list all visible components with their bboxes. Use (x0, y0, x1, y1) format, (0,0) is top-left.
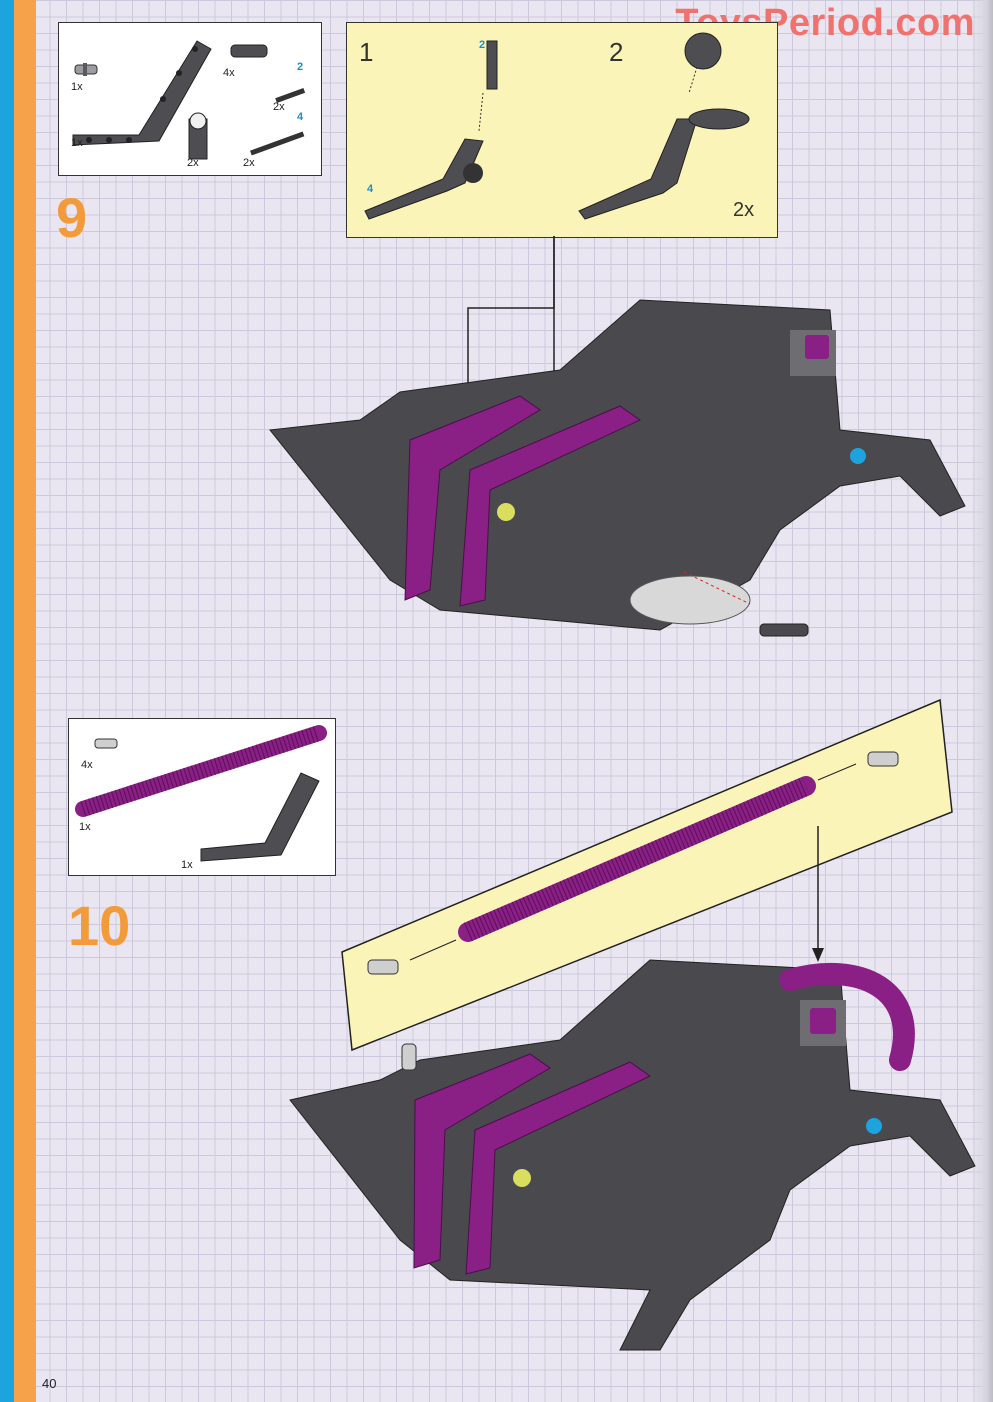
flex-tube-icon (75, 725, 327, 817)
step9-subassembly-illustration (364, 32, 750, 220)
connector-pin-icon (367, 959, 399, 975)
substep-number: 2 (609, 37, 624, 67)
part-qty: 2x (273, 101, 285, 113)
substep-multiplier: 2x (733, 199, 755, 221)
connector-pin-icon (94, 738, 118, 749)
step9-parts-box: 1x 1x 4x 2 2x 2x 4 2x (58, 22, 322, 176)
part-qty: 1x (71, 137, 83, 149)
axle-length-label: 4 (297, 111, 304, 123)
step9-parts-illustration (72, 40, 306, 160)
part-qty: 2x (187, 157, 199, 169)
page-number: 40 (42, 1376, 57, 1391)
part-qty: 1x (79, 821, 91, 833)
bush-icon (684, 32, 722, 70)
connector-pin-icon (74, 63, 98, 76)
edge-stripe-orange (14, 0, 36, 1402)
angle-connector-icon (364, 138, 484, 220)
axle-icon (250, 131, 305, 156)
bush-icon (230, 44, 268, 58)
callout-label: 4 (367, 183, 374, 195)
bent-beam-icon (200, 772, 320, 862)
axle-length-label: 2 (297, 61, 304, 73)
axle-icon (275, 87, 306, 103)
step9-subassembly-box: 1 2 2 4 2x (346, 22, 778, 238)
bent-beam-icon (72, 40, 212, 146)
part-qty: 1x (71, 81, 83, 93)
callout-label: 2 (479, 39, 486, 51)
step10-parts-illustration (75, 725, 327, 862)
part-qty: 1x (181, 859, 193, 871)
part-qty: 4x (223, 67, 235, 79)
substep-number: 1 (359, 37, 374, 67)
axle-icon (486, 40, 498, 90)
angle-connector-icon (578, 118, 698, 220)
step-number: 9 (56, 186, 88, 249)
page-edge-shadow (971, 0, 993, 1402)
step-number: 10 (68, 894, 131, 957)
part-qty: 4x (81, 759, 93, 771)
angle-connector-icon (188, 112, 208, 160)
edge-stripe-blue (0, 0, 14, 1402)
step10-parts-box: 4x 1x 1x (68, 718, 336, 876)
part-qty: 2x (243, 157, 255, 169)
connector-pin-icon (867, 751, 899, 767)
